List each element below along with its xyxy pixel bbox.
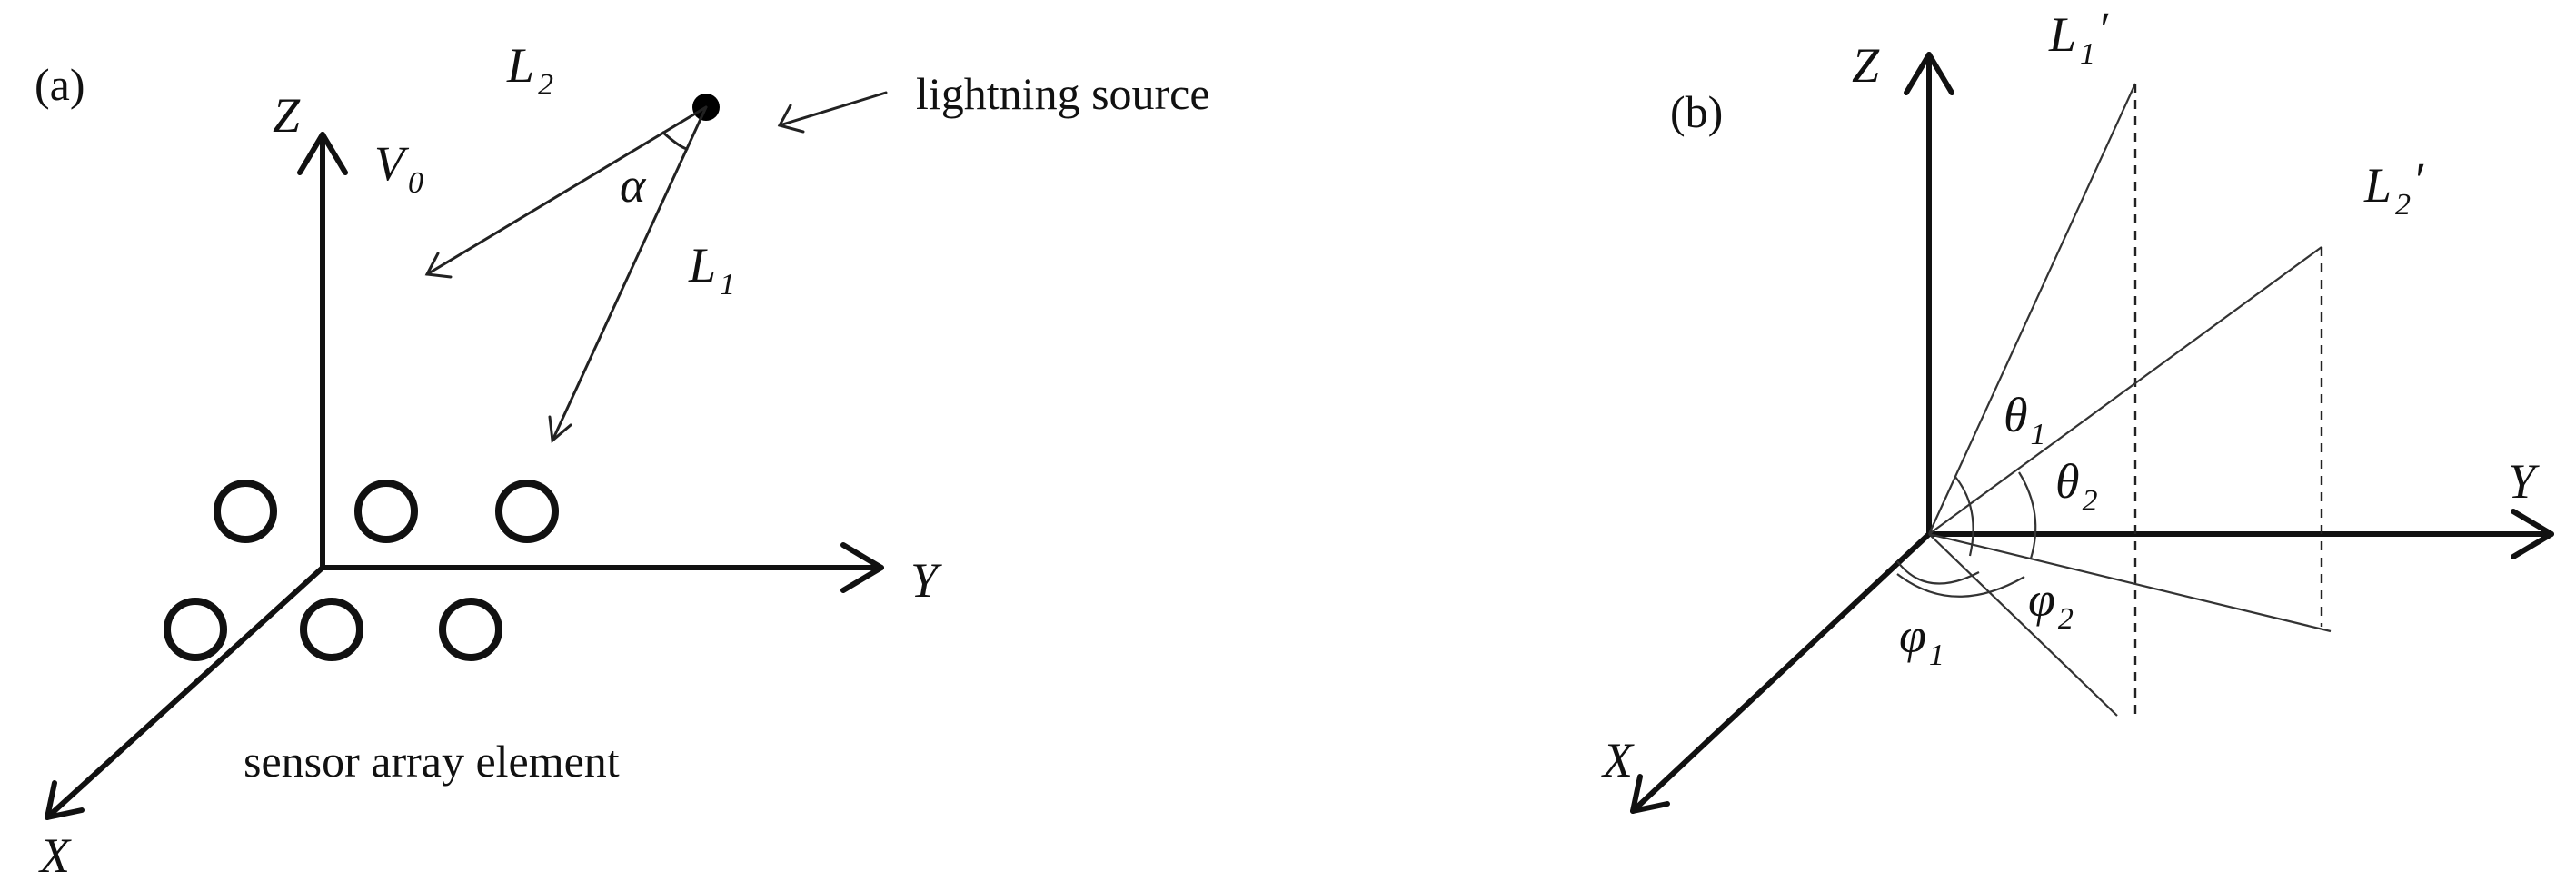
sensor-element — [300, 598, 363, 661]
panel-a-l1-sub: 1 — [720, 268, 735, 302]
panel-b-l1-prime: ′ — [2097, 2, 2109, 56]
panel-b-x-axis — [1630, 531, 1932, 814]
panel-b-y-arrowhead — [2511, 509, 2554, 559]
panel-b-x-arrowhead — [1630, 774, 1670, 814]
panel-b-l1-base: L — [2048, 7, 2076, 62]
lightning-source-pointer — [778, 91, 888, 127]
panel-b-vector-l1 — [1927, 83, 2137, 535]
panel-a-vector-l2-arrowhead — [424, 252, 453, 279]
panel-b-theta2-base: θ — [2055, 454, 2080, 509]
panel-b-tag: (b) — [1670, 86, 1723, 137]
sensor-element — [439, 598, 502, 661]
panel-a-velocity-sub: 0 — [408, 166, 423, 200]
panel-a-y-arrowhead — [840, 542, 884, 593]
panel-a-vector-l2 — [425, 105, 708, 276]
panel-b-phi2-label: φ2 — [2028, 572, 2074, 636]
panel-a-x-axis — [45, 565, 325, 820]
panel-b-z-label: Z — [1852, 38, 1880, 93]
panel-b-vector-l1-projection — [1928, 533, 2118, 717]
panel-b-phi2-sub: 2 — [2058, 602, 2074, 636]
panel-a-l1-base: L — [688, 238, 716, 292]
panel-a-l2-sub: 2 — [538, 68, 553, 102]
panel-b-l2-base: L — [2363, 158, 2392, 213]
panel-b-theta1-label: θ1 — [2004, 388, 2046, 451]
sensor-array-label: sensor array element — [244, 736, 620, 787]
sensor-element — [354, 480, 418, 543]
panel-b-l1-sub: 1 — [2080, 37, 2095, 71]
panel-a-tag: (a) — [35, 59, 85, 110]
panel-b-vector-l2-projection — [1928, 532, 2332, 633]
panel-b-l2-prime: ′ — [2412, 153, 2424, 207]
panel-b-l2-sub: 2 — [2395, 188, 2411, 222]
panel-a-z-label: Z — [273, 88, 301, 143]
panel-b-azimuth-arc-2 — [1896, 573, 2025, 598]
panel-a-y-label: Y — [910, 553, 942, 608]
panel-a-vector-l1-arrowhead — [548, 415, 572, 443]
panel-b-phi1-sub: 1 — [1929, 638, 1944, 672]
panel-a-angle-arc — [661, 131, 689, 151]
panel-a-vector-l1 — [551, 105, 708, 442]
panel-b-theta1-sub: 1 — [2031, 418, 2046, 451]
sensor-element — [214, 480, 277, 543]
panel-b-theta1-base: θ — [2004, 388, 2028, 442]
panel-b-elevation-arc-2 — [2018, 471, 2037, 559]
panel-b-phi1-label: φ1 — [1899, 609, 1944, 672]
sensor-element — [164, 598, 227, 661]
panel-b-vector-l2 — [1928, 246, 2322, 535]
panel-b-elevation-arc-1 — [1954, 476, 1974, 557]
lightning-source-pointer-arrowhead — [777, 104, 805, 134]
panel-b-x-label: X — [1601, 733, 1635, 787]
panel-b-azimuth-arc-1 — [1896, 560, 1980, 585]
panel-a-axes — [45, 132, 884, 820]
lightning-source-label: lightning source — [916, 68, 1210, 119]
panel-b-phi1-base: φ — [1899, 609, 1926, 663]
panel-a-x-label: X — [38, 828, 72, 881]
panel-b-y-label: Y — [2508, 454, 2540, 509]
panel-b-z-arrowhead — [1904, 52, 1954, 95]
sensor-element — [495, 480, 559, 543]
panel-b-axes — [1630, 52, 2554, 814]
panel-a-l2-base: L — [506, 38, 534, 93]
sensor-array — [164, 480, 559, 661]
panel-a-angle-label: α — [620, 158, 647, 213]
panel-a-z-arrowhead — [297, 132, 348, 175]
panel-a-x-arrowhead — [45, 780, 85, 820]
panel-a-velocity-base: V — [374, 136, 410, 191]
panel-b-theta2-label: θ2 — [2055, 454, 2098, 518]
panel-b-theta2-sub: 2 — [2083, 484, 2098, 518]
panel-b-phi2-base: φ — [2028, 572, 2055, 627]
